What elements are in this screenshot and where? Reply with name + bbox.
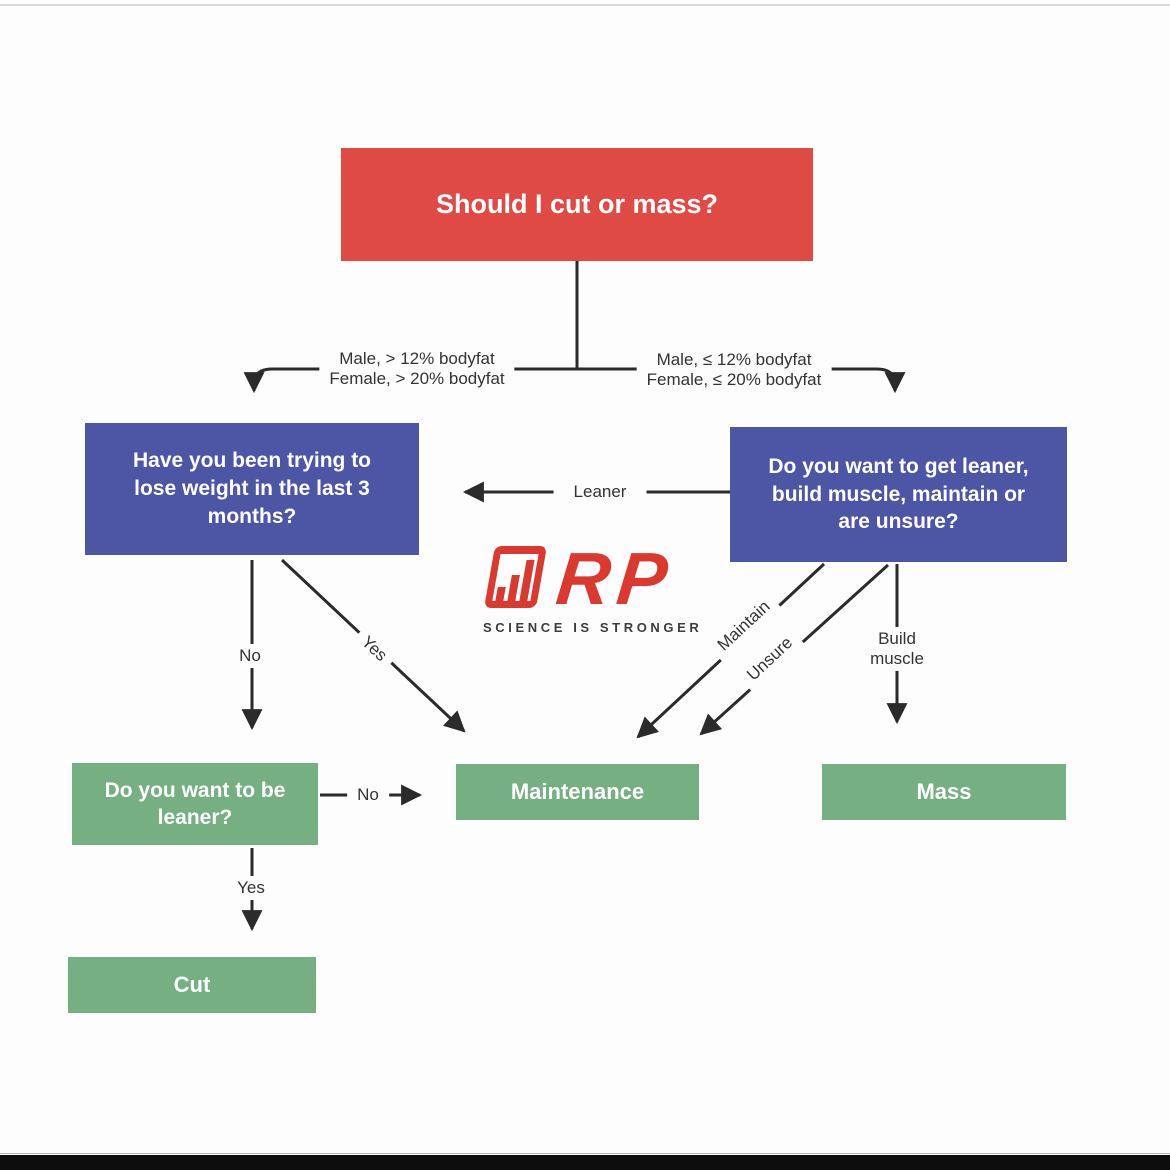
rp-logo-tagline: SCIENCE IS STRONGER: [483, 620, 703, 635]
rp-logo: RP SCIENCE IS STRONGER: [483, 537, 703, 635]
node-leaner-muscle-maintain-unsure: Do you want to get leaner, build muscle,…: [730, 427, 1067, 562]
bottom-black-bar: [0, 1155, 1170, 1170]
edge-root-to-get-leaner: [577, 367, 906, 394]
bottom-divider-line: [0, 1153, 1170, 1154]
node-do-you-want-to-be-leaner: Do you want to be leaner?: [72, 763, 318, 845]
edge-label-left-branch: Male, > 12% bodyfat Female, > 20% bodyfa…: [319, 346, 515, 392]
node-cut: Cut: [68, 957, 316, 1013]
rp-logo-wordmark: RP: [552, 537, 679, 620]
node-trying-to-lose-weight: Have you been trying to lose weight in t…: [85, 423, 419, 555]
edge-label-right-branch: Male, ≤ 12% bodyfat Female, ≤ 20% bodyfa…: [636, 347, 832, 393]
node-maintenance: Maintenance: [456, 764, 699, 820]
edge-root-to-lose-weight: [243, 367, 577, 394]
edge-label-right-branch-line1: Male, ≤ 12% bodyfat: [656, 349, 812, 369]
edge-label-leaner: Leaner: [553, 479, 647, 505]
edge-label-right-branch-line2: Female, ≤ 20% bodyfat: [646, 370, 822, 389]
node-should-i-cut-or-mass: Should I cut or mass?: [341, 148, 813, 261]
top-divider-line: [0, 4, 1170, 6]
edge-label-yes-be-leaner: Yes: [227, 875, 275, 901]
rp-bar-chart-icon: [485, 546, 546, 608]
node-mass: Mass: [822, 764, 1066, 820]
edge-label-left-branch-line2: Female, > 20% bodyfat: [329, 369, 505, 388]
edge-label-no-be-leaner: No: [347, 782, 389, 808]
edge-label-build-muscle: Build muscle: [861, 626, 933, 672]
edge-label-left-branch-line1: Male, > 12% bodyfat: [339, 348, 495, 368]
edge-label-no-lose-weight: No: [229, 643, 271, 669]
